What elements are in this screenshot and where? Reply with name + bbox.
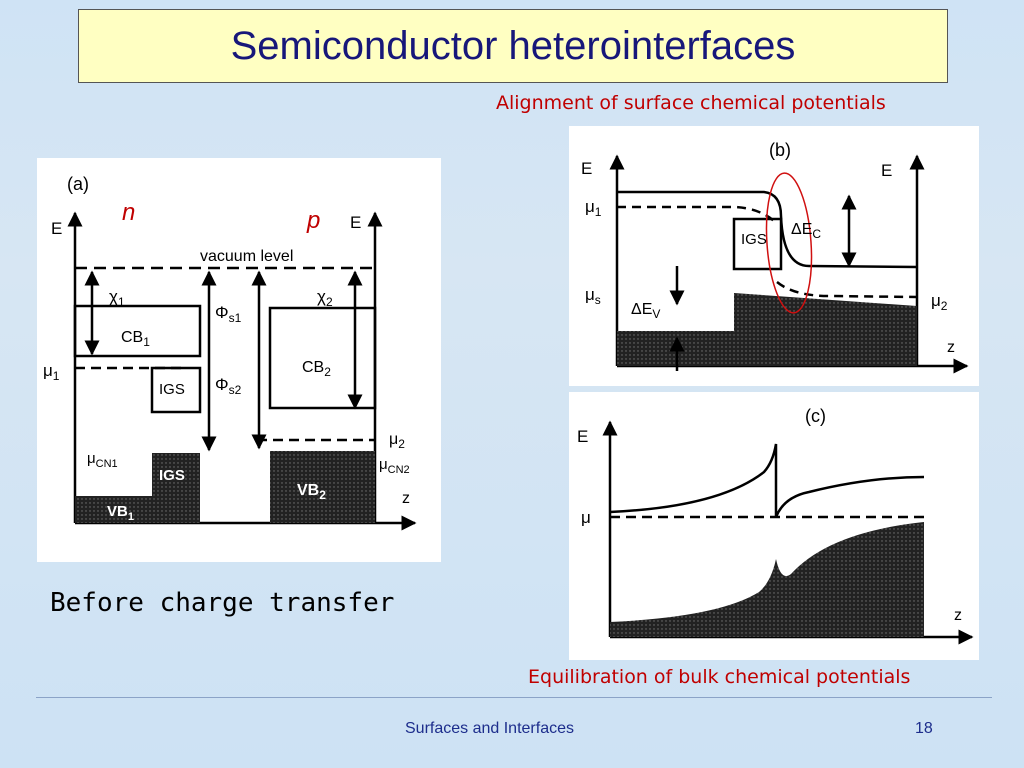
panel-b-label: (b) bbox=[769, 140, 791, 160]
b-mu2-label: μ2 bbox=[931, 291, 948, 313]
vb2-label: VB2 bbox=[297, 482, 326, 502]
mu1-label: μ1 bbox=[43, 361, 60, 383]
vacuum-level-label: vacuum level bbox=[200, 248, 293, 265]
b-z-label: z bbox=[947, 339, 955, 356]
panel-a-label: (a) bbox=[67, 174, 89, 194]
igs-left-box bbox=[150, 366, 202, 414]
caption-equilibration: Equilibration of bulk chemical potential… bbox=[528, 666, 911, 688]
b-mus-label: μs bbox=[585, 285, 601, 307]
mu2-label: μ2 bbox=[389, 431, 405, 451]
b-interface-highlight bbox=[765, 172, 813, 314]
b-delta-ec-label: ΔEC bbox=[791, 221, 821, 241]
cb2-box bbox=[268, 306, 377, 410]
vb2-band bbox=[270, 451, 375, 523]
vb1-label: VB1 bbox=[107, 503, 134, 523]
b-mu2-line bbox=[776, 281, 918, 299]
slide-title: Semiconductor heterointerfaces bbox=[230, 23, 796, 68]
n-label: n bbox=[122, 199, 135, 226]
phis1-label: Φs1 bbox=[215, 303, 242, 325]
igs-dark-band bbox=[152, 453, 200, 496]
z-label: z bbox=[402, 490, 410, 507]
b-valence-band bbox=[617, 293, 917, 366]
b-delta-ev-label: ΔEV bbox=[631, 301, 660, 321]
igs-dark-label: IGS bbox=[159, 467, 185, 484]
page-number: 18 bbox=[915, 720, 933, 737]
footer-title: Surfaces and Interfaces bbox=[405, 720, 574, 737]
e-right-label: E bbox=[350, 213, 361, 232]
caption-before: Before charge transfer bbox=[50, 588, 395, 618]
mucn1-label: μCN1 bbox=[87, 450, 118, 470]
cb2-label: CB2 bbox=[302, 359, 331, 379]
panel-b: (b) E E μ1 μs IGS ΔEC ΔEV μ2 z bbox=[569, 126, 979, 386]
b-e-right-label: E bbox=[881, 161, 892, 180]
c-z-label: z bbox=[954, 607, 962, 624]
panel-a: (a) n p E E vacuum level χ1 χ2 Φs1 Φs2 C… bbox=[37, 158, 441, 562]
panel-c-label: (c) bbox=[805, 406, 826, 426]
panel-b-diagram: (b) E E μ1 μs IGS ΔEC ΔEV μ2 z bbox=[581, 140, 969, 374]
chi1-label: χ1 bbox=[109, 287, 125, 309]
cb1-box bbox=[73, 304, 202, 358]
c-conduction-band bbox=[609, 443, 925, 518]
b-mu1-label: μ1 bbox=[585, 197, 602, 219]
p-label: p bbox=[306, 207, 320, 234]
panel-c: (c) E μ z bbox=[569, 392, 979, 660]
title-box: Semiconductor heterointerfaces bbox=[78, 9, 948, 83]
phis2-label: Φs2 bbox=[215, 375, 242, 397]
b-igs-label: IGS bbox=[741, 231, 767, 248]
cb1-label: CB1 bbox=[121, 329, 150, 349]
c-e-label: E bbox=[577, 427, 588, 446]
mucn2-label: μCN2 bbox=[379, 456, 410, 476]
vb1-band bbox=[75, 496, 200, 523]
b-mu1-line bbox=[617, 205, 775, 222]
igs-left-label: IGS bbox=[159, 381, 185, 398]
c-mu-label: μ bbox=[581, 508, 591, 527]
panel-c-diagram: (c) E μ z bbox=[577, 406, 974, 645]
b-igs-box bbox=[732, 217, 783, 271]
chi2-label: χ2 bbox=[317, 287, 333, 309]
b-e-left-label: E bbox=[581, 159, 592, 178]
footer-divider bbox=[36, 697, 992, 698]
c-valence-band bbox=[610, 522, 924, 637]
caption-alignment: Alignment of surface chemical potentials bbox=[496, 92, 886, 114]
e-left-label: E bbox=[51, 219, 62, 238]
panel-a-diagram: (a) n p E E vacuum level χ1 χ2 Φs1 Φs2 C… bbox=[43, 174, 417, 531]
